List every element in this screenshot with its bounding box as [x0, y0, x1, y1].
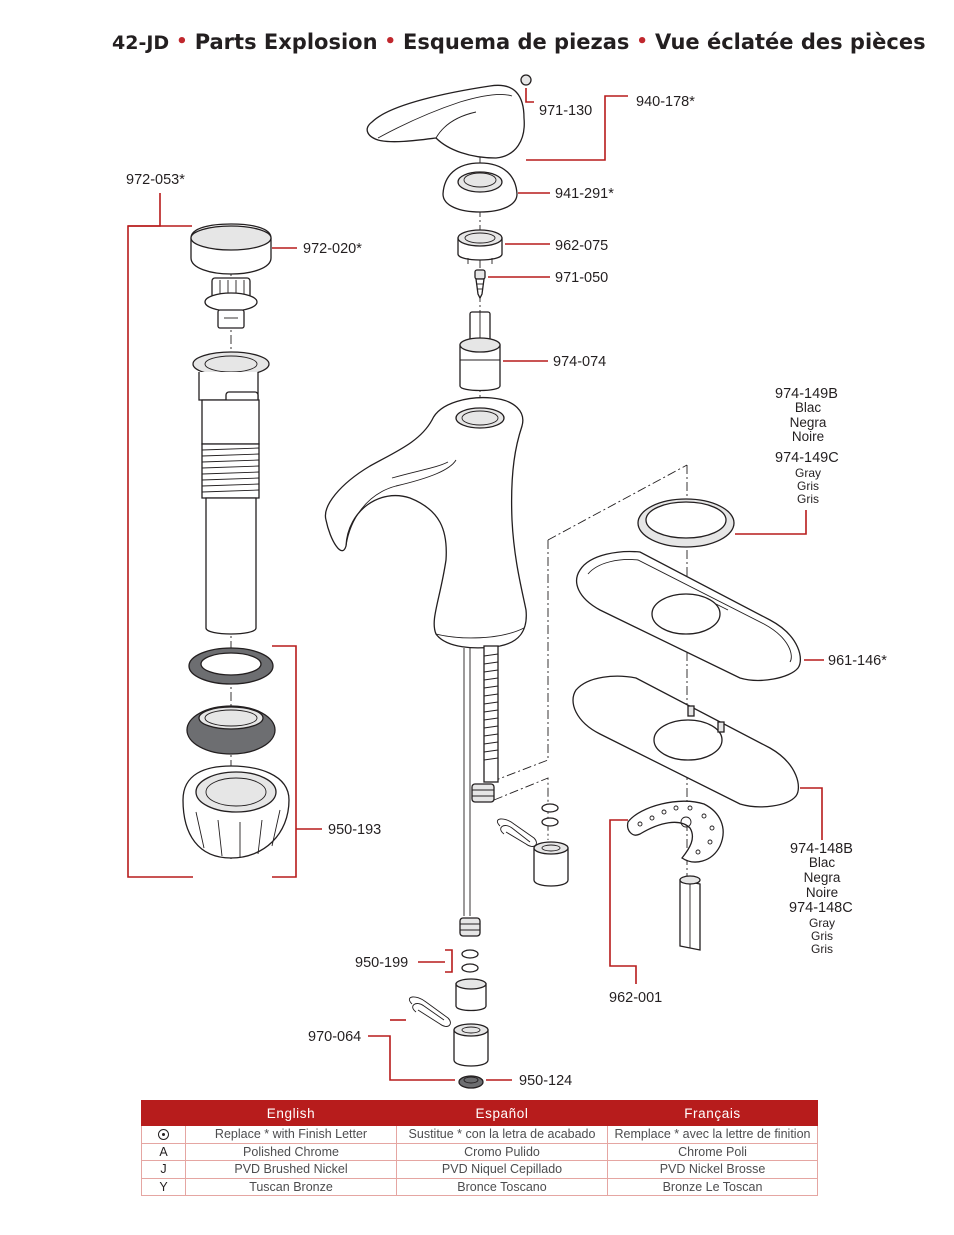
mounting-post-part — [679, 875, 701, 951]
label-950-199: 950-199 — [355, 955, 408, 971]
side-fittings-part — [533, 803, 569, 887]
label-971-050: 971-050 — [555, 270, 608, 286]
leader-940-178 — [526, 95, 628, 161]
finish-table-header: English Español Français — [141, 1100, 818, 1126]
cell-en: Replace * with Finish Letter — [185, 1125, 397, 1144]
drain-nut-part — [182, 765, 290, 859]
label-971-130: 971-130 — [539, 103, 592, 119]
note-148B-line-3: Noire — [806, 885, 838, 900]
deck-gasket-ring-part — [637, 498, 735, 548]
bullet-icon — [141, 1125, 186, 1144]
cell-fr: Bronze Le Toscan — [607, 1177, 818, 1196]
label-974-074: 974-074 — [553, 354, 606, 370]
cell-es: PVD Niquel Cepillado — [396, 1160, 608, 1179]
label-940-178: 940-178* — [636, 94, 695, 110]
alignment-line-lower — [493, 777, 549, 840]
cell-en: PVD Brushed Nickel — [185, 1160, 397, 1179]
header-english: English — [185, 1100, 397, 1126]
table-row: J PVD Brushed Nickel PVD Niquel Cepillad… — [141, 1160, 818, 1179]
alignment-line-deck — [495, 540, 549, 781]
handle-part — [366, 74, 532, 159]
cell-en: Polished Chrome — [185, 1142, 397, 1161]
cell-es: Bronce Toscano — [396, 1177, 608, 1196]
retainer-ring-part — [457, 229, 503, 264]
cell-code: J — [141, 1160, 186, 1179]
parts-explosion-diagram: 940-178* 971-130 941-291* 962-075 971-05… — [126, 74, 887, 1089]
title-spanish: Esquema de piezas — [403, 30, 630, 54]
table-row: Y Tuscan Bronze Bronce Toscano Bronze Le… — [141, 1177, 818, 1196]
leader-970-064 — [368, 1035, 455, 1081]
label-950-193: 950-193 — [328, 822, 381, 838]
leader-962-001 — [609, 819, 637, 984]
note-148C-line-1: Gray — [809, 916, 835, 930]
cell-fr: PVD Nickel Brosse — [607, 1160, 818, 1179]
note-149B-line-1: Blac — [795, 400, 822, 415]
page-title: 42-JD • Parts Explosion • Esquema de piezas •… — [112, 30, 926, 60]
drain-gasket-part — [186, 705, 276, 755]
label-961-146: 961-146* — [828, 653, 887, 669]
side-clip-part — [496, 818, 537, 847]
note-149C-line-2: Gris — [797, 479, 819, 493]
leader-950-199 — [445, 949, 453, 973]
cell-code: A — [141, 1142, 186, 1161]
label-941-291: 941-291* — [555, 186, 614, 202]
cell-code: Y — [141, 1177, 186, 1196]
handle-adapter-part — [442, 162, 518, 213]
note-148B-line-1: Blac — [809, 855, 836, 870]
hose-clip-part — [408, 996, 451, 1027]
cell-en: Tuscan Bronze — [185, 1177, 397, 1196]
set-screw-part — [474, 269, 486, 300]
label-950-124: 950-124 — [519, 1073, 572, 1089]
label-972-020: 972-020* — [303, 241, 362, 257]
drain-washer-part — [188, 647, 274, 685]
leader-950-193 — [272, 645, 297, 878]
label-962-001: 962-001 — [609, 990, 662, 1006]
note-148B-line-2: Negra — [804, 870, 841, 885]
label-972-053: 972-053* — [126, 172, 185, 188]
drain-stopper-part — [190, 223, 272, 329]
cell-fr: Chrome Poli — [607, 1142, 818, 1161]
faucet-body-part — [324, 396, 527, 916]
note-149B-line-2: Negra — [790, 415, 827, 430]
note-149C-line-1: Gray — [795, 466, 821, 480]
leader-972-053 — [127, 193, 193, 878]
label-962-075: 962-075 — [555, 238, 608, 254]
mounting-bracket-part — [626, 800, 724, 863]
model-code: 42-JD — [112, 32, 170, 54]
title-english: Parts Explosion — [194, 30, 378, 54]
deck-plate-part — [576, 550, 801, 681]
alignment-line-deck-2 — [547, 464, 688, 541]
note-148C-line-2: Gris — [811, 929, 833, 943]
label-970-064: 970-064 — [308, 1029, 361, 1045]
cell-fr: Remplace * avec la lettre de finition — [607, 1125, 818, 1144]
table-row: Replace * with Finish Letter Sustitue * … — [141, 1125, 818, 1144]
leader-971-130 — [525, 88, 534, 103]
label-974-149C: 974-149C — [775, 450, 839, 466]
header-code — [141, 1100, 186, 1126]
cell-es: Cromo Pulido — [396, 1142, 608, 1161]
finish-table: English Español Français Replace * with … — [141, 1100, 818, 1196]
cartridge-part — [459, 311, 501, 392]
label-974-148B: 974-148B — [790, 841, 853, 857]
table-row: A Polished Chrome Cromo Pulido Chrome Po… — [141, 1142, 818, 1161]
note-149C-line-3: Gris — [797, 492, 819, 506]
supply-fittings-part — [453, 917, 489, 1089]
label-974-149B: 974-149B — [775, 386, 838, 402]
label-974-148C: 974-148C — [789, 900, 853, 916]
title-separator-2: • — [384, 31, 397, 52]
leader-974-149 — [735, 510, 807, 535]
title-french: Vue éclatée des pièces — [654, 30, 926, 54]
title-separator-1: • — [176, 31, 188, 52]
cell-es: Sustitue * con la letra de acabado — [396, 1125, 608, 1144]
note-149B-line-3: Noire — [792, 429, 824, 444]
drain-body-part — [192, 351, 270, 635]
leader-974-148 — [800, 787, 823, 840]
deck-plate-lower-part — [572, 675, 800, 808]
note-148C-line-3: Gris — [811, 942, 833, 956]
header-french: Français — [607, 1100, 818, 1126]
header-spanish: Español — [396, 1100, 608, 1126]
title-separator-3: • — [636, 31, 648, 52]
